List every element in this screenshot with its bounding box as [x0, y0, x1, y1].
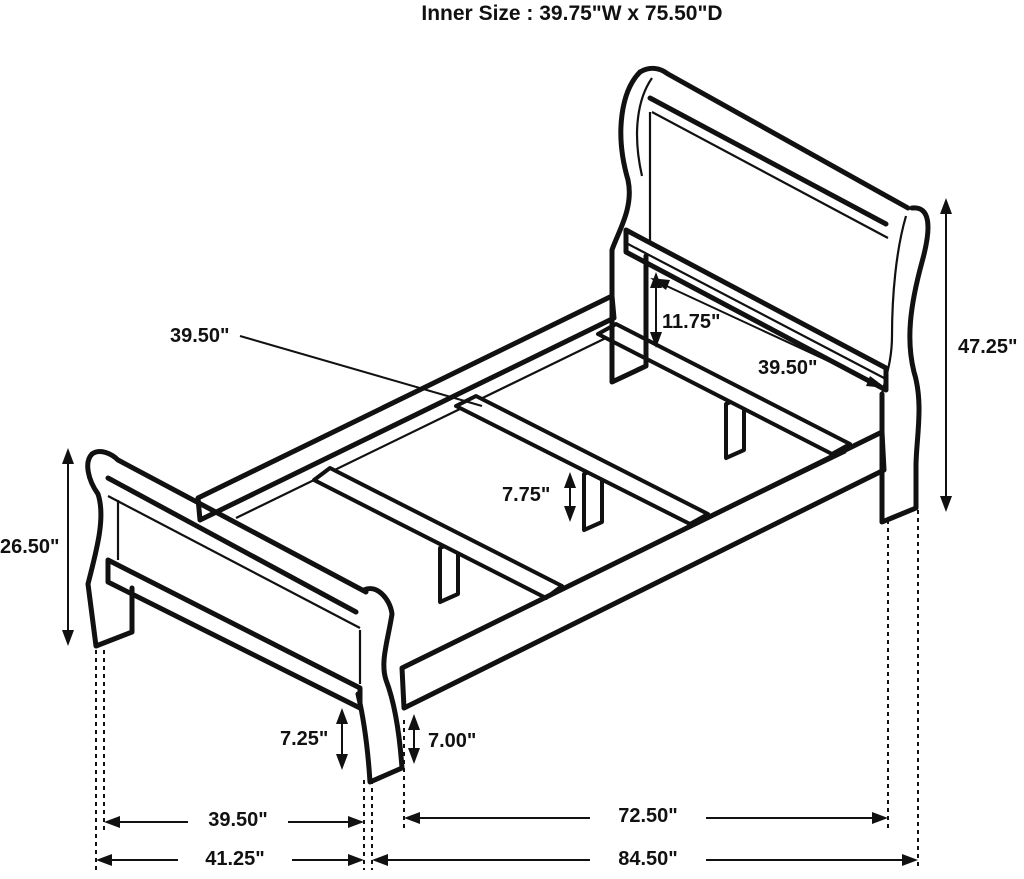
footboard	[85, 449, 405, 785]
dimension-lines	[62, 198, 952, 866]
label-leg-clearance: 7.75"	[502, 484, 550, 506]
near-side-rail	[399, 429, 887, 711]
inner-size-title: Inner Size : 39.75"W x 75.50"D	[421, 2, 722, 25]
label-inner-width: 39.50"	[170, 325, 230, 347]
extension-lines	[95, 510, 919, 870]
label-bottom-inner-width: 39.50"	[208, 809, 268, 831]
label-overall-width: 41.25"	[205, 848, 265, 870]
headboard	[609, 65, 931, 525]
label-headboard-panel: 11.75"	[662, 311, 720, 333]
label-bottom-inner-length: 72.50"	[618, 805, 678, 827]
label-rail-clearance: 7.00"	[428, 730, 476, 752]
dimension-labels: 47.25" 26.50" 11.75" 39.50" 39.50" 7.75"…	[0, 311, 1018, 870]
far-side-rail	[195, 293, 617, 523]
label-overall-length: 84.50"	[618, 848, 678, 870]
bed-drawing	[85, 65, 931, 785]
label-footboard-leg: 7.25"	[280, 728, 328, 750]
label-footboard-height: 26.50"	[0, 536, 60, 558]
label-headboard-height: 47.25"	[958, 336, 1018, 358]
slat-front	[312, 466, 564, 600]
slat-middle	[454, 394, 710, 526]
label-headboard-width: 39.50"	[758, 357, 818, 379]
